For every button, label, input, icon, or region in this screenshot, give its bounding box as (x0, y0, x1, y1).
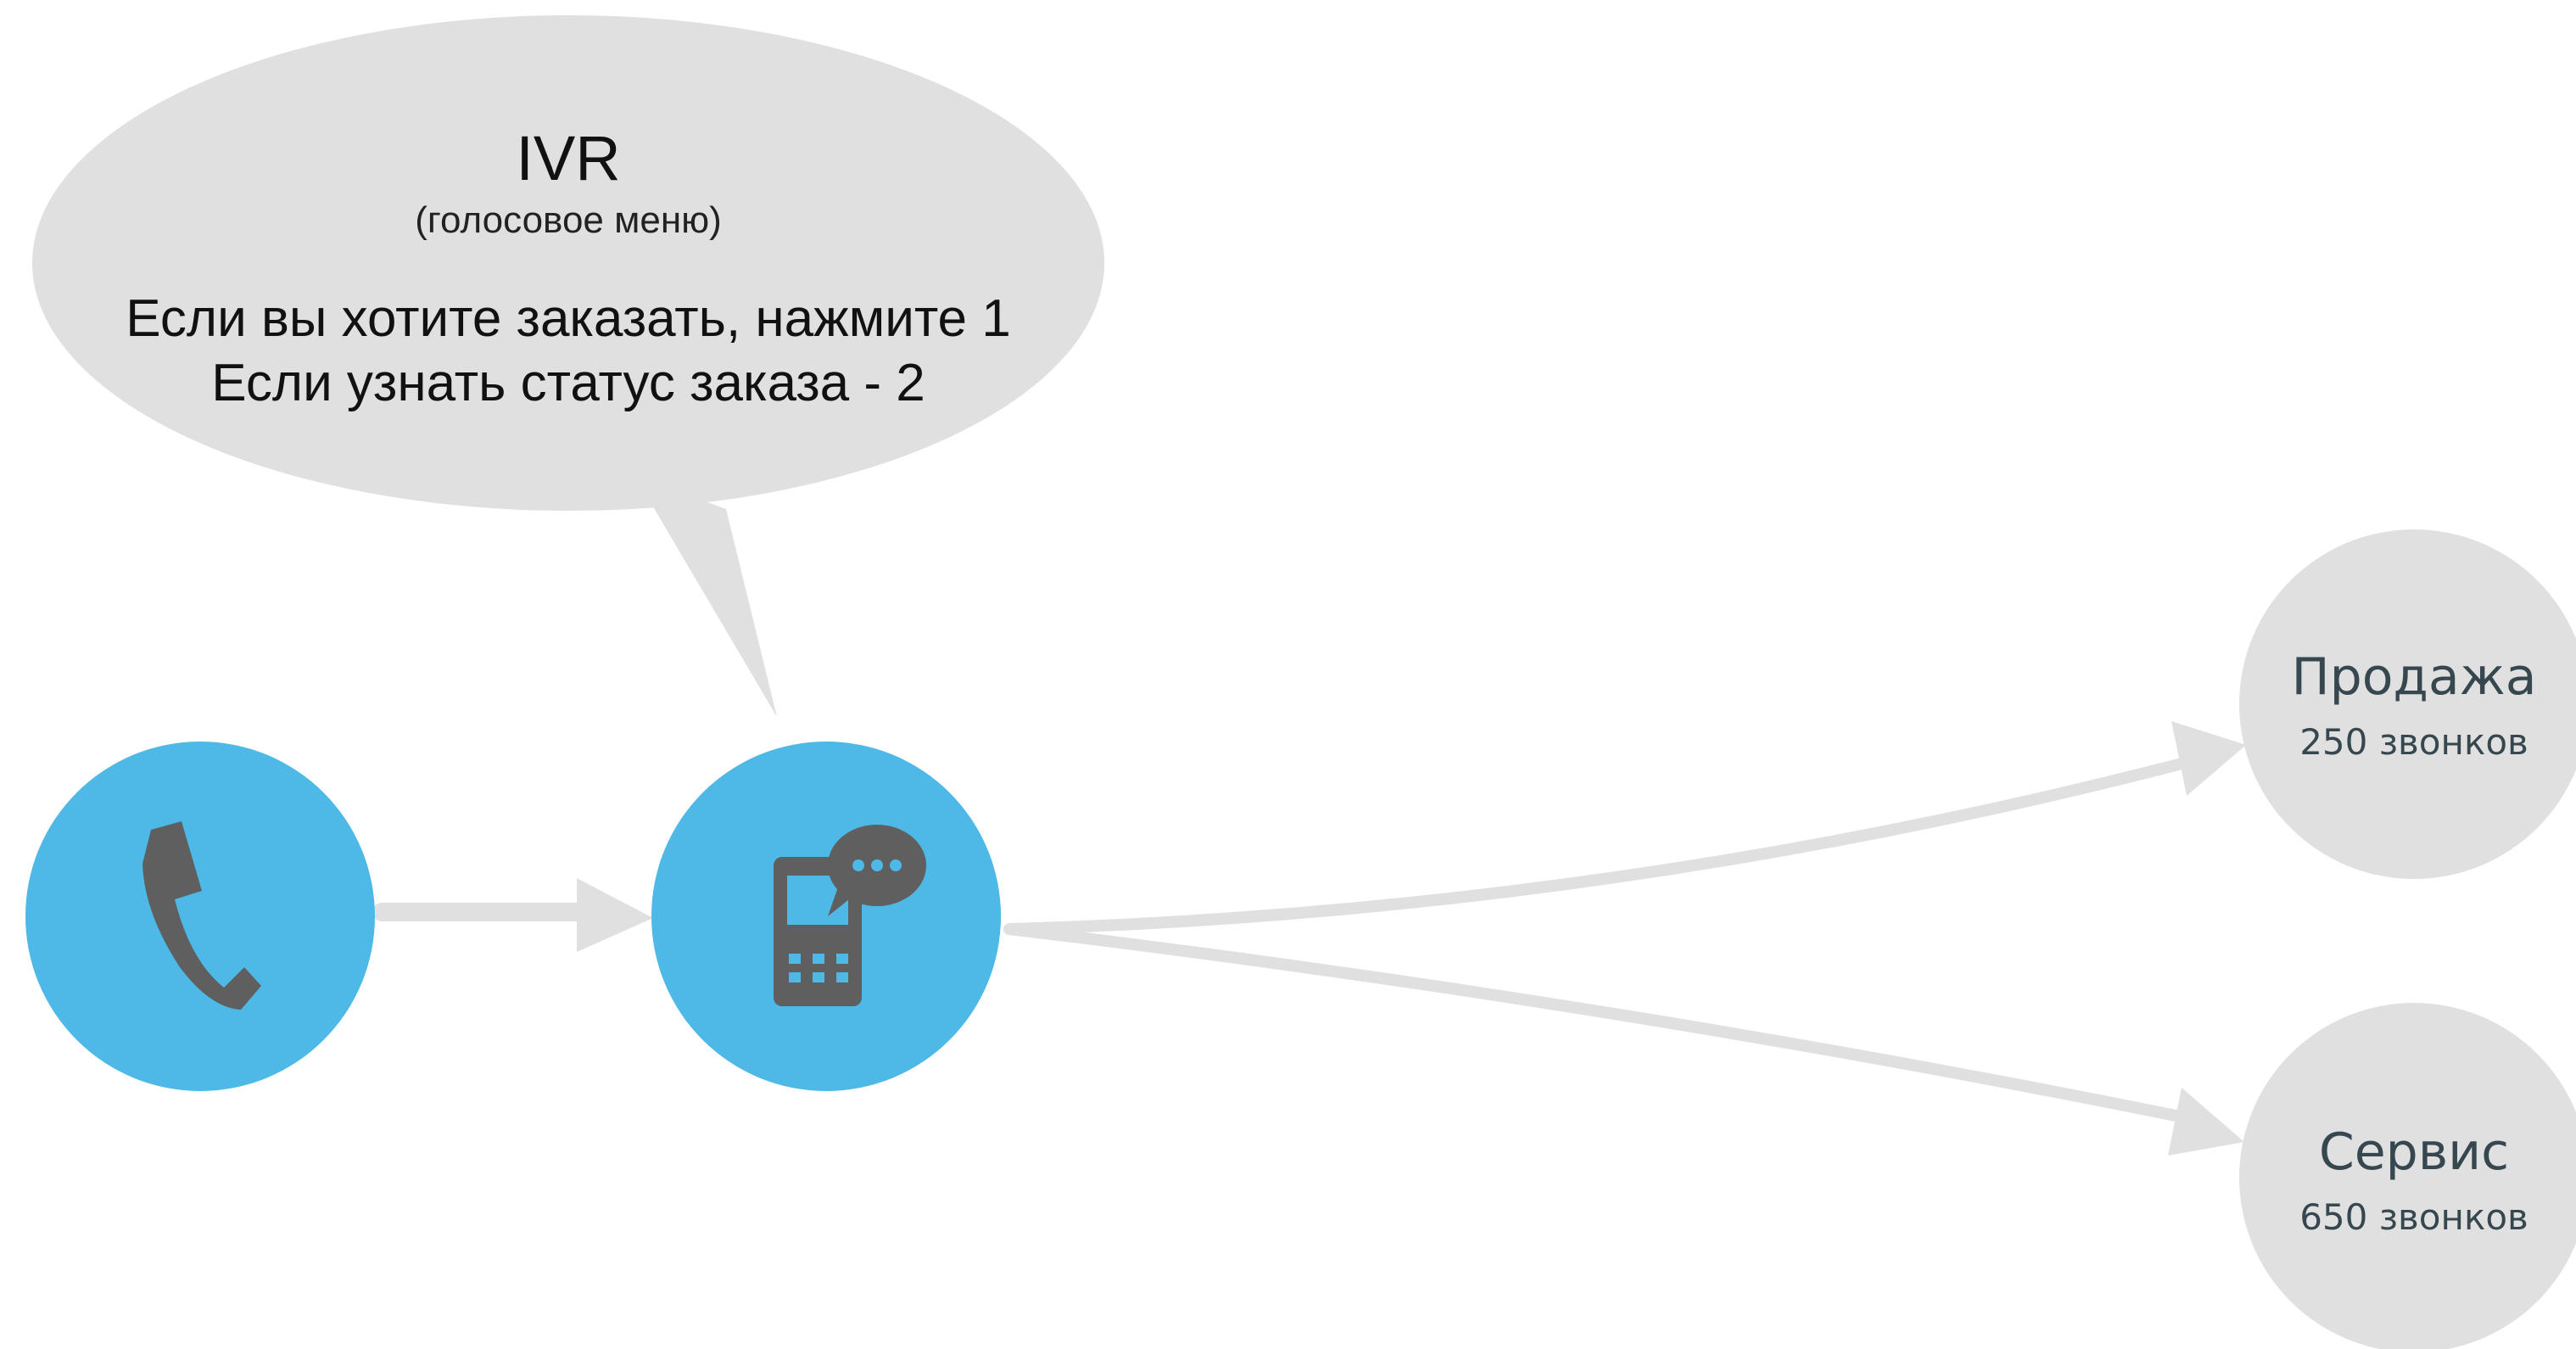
service-label: Сервис (2318, 1122, 2510, 1182)
ivr-speech-bubble (32, 15, 1104, 717)
ivr-subtitle: (голосовое меню) (415, 199, 722, 241)
arrow-caller-to-ivr (372, 878, 653, 952)
ivr-node (651, 742, 1001, 1091)
arrow-ivr-to-service (1003, 923, 2244, 1156)
service-node (2239, 1003, 2576, 1349)
service-call-count: 650 звонков (2299, 1196, 2529, 1238)
mobile-chat-icon (774, 825, 926, 1006)
ivr-title: IVR (516, 123, 621, 193)
caller-node (25, 742, 375, 1091)
ivr-menu-option-1: Если вы хотите заказать, нажмите 1 (126, 289, 1011, 348)
sales-node (2239, 529, 2576, 879)
sales-label: Продажа (2291, 647, 2537, 707)
ivr-menu-option-2: Если узнать статус заказа - 2 (211, 354, 925, 412)
sales-call-count: 250 звонков (2299, 721, 2529, 763)
phone-handset-icon (142, 821, 261, 1010)
arrow-ivr-to-sales (1003, 721, 2246, 935)
